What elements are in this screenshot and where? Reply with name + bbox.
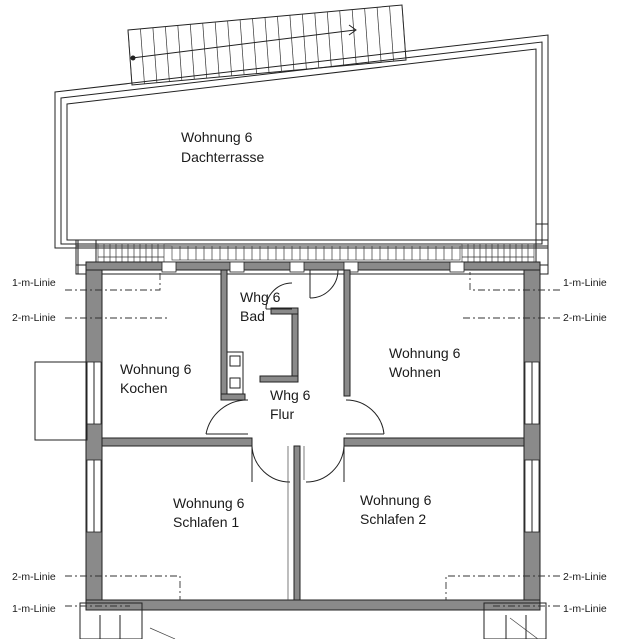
top-window-marks xyxy=(161,261,465,273)
staircase xyxy=(127,4,407,86)
room-label-flur: Whg 6 Flur xyxy=(270,387,311,422)
exterior-walls xyxy=(85,261,541,611)
stair-tread xyxy=(165,26,170,82)
stair-tread xyxy=(127,29,133,86)
stair-tread xyxy=(351,9,357,65)
stair-tread xyxy=(326,11,332,67)
label-2m-bottom-right: 2-m-Linie xyxy=(563,571,607,583)
svg-text:Whg 6: Whg 6 xyxy=(270,387,311,403)
room-label-bad: Whg 6 Bad xyxy=(240,289,281,324)
installation-shaft xyxy=(226,351,244,395)
stair-tread xyxy=(227,20,232,76)
stair-tread xyxy=(376,7,382,63)
window-east-schlafen xyxy=(524,459,540,533)
room-label-wohnen: Wohnung 6 Wohnen xyxy=(389,345,461,380)
interior-walls xyxy=(101,269,525,601)
window-west-kochen xyxy=(86,361,102,425)
svg-text:Wohnung 6: Wohnung 6 xyxy=(181,129,253,145)
svg-text:Flur: Flur xyxy=(270,406,294,422)
svg-text:Schlafen 1: Schlafen 1 xyxy=(173,514,239,530)
room-label-kochen: Wohnung 6 Kochen xyxy=(120,361,192,396)
stair-tread xyxy=(264,17,270,73)
label-1m-top-right: 1-m-Linie xyxy=(563,277,607,289)
svg-text:Whg 6: Whg 6 xyxy=(240,289,281,305)
west-balcony-box xyxy=(34,361,88,441)
stair-tread xyxy=(401,4,407,61)
svg-text:Wohnung 6: Wohnung 6 xyxy=(389,345,461,361)
stair-tread xyxy=(389,6,394,62)
svg-text:Wohnen: Wohnen xyxy=(389,364,441,380)
svg-text:Dachterrasse: Dachterrasse xyxy=(181,149,264,165)
stair-tread xyxy=(252,18,257,74)
room-label-schlafen-1: Wohnung 6 Schlafen 1 xyxy=(173,495,245,530)
stair-tread xyxy=(339,10,345,66)
svg-text:Bad: Bad xyxy=(240,308,265,324)
bottom-stair-marks xyxy=(79,602,547,639)
stair-tread xyxy=(314,12,320,68)
svg-text:Wohnung 6: Wohnung 6 xyxy=(173,495,245,511)
room-label-schlafen-2: Wohnung 6 Schlafen 2 xyxy=(360,492,432,527)
stair-tread xyxy=(214,22,220,78)
stair-tread xyxy=(277,16,282,72)
label-2m-top-right: 2-m-Linie xyxy=(563,312,607,324)
svg-text:Wohnung 6: Wohnung 6 xyxy=(360,492,432,508)
stair-tread xyxy=(364,8,369,64)
window-strip xyxy=(171,245,461,261)
limit-lines xyxy=(65,270,560,607)
room-label-dachterrasse: Wohnung 6 Dachterrasse xyxy=(181,129,264,165)
stair-tread xyxy=(202,23,208,79)
label-1m-bottom-left: 1-m-Linie xyxy=(12,603,56,615)
svg-text:Wohnung 6: Wohnung 6 xyxy=(120,361,192,377)
stair-tread xyxy=(289,15,295,71)
stair-tread xyxy=(302,14,307,70)
window-east-wohnen xyxy=(524,361,540,425)
roof-terrace-outline xyxy=(54,34,549,275)
stair-tread xyxy=(189,24,195,80)
door-swings xyxy=(205,269,385,600)
stair-tread xyxy=(177,25,183,81)
svg-text:Kochen: Kochen xyxy=(120,380,167,396)
svg-text:Schlafen 2: Schlafen 2 xyxy=(360,511,426,527)
label-2m-top-left: 2-m-Linie xyxy=(12,312,56,324)
window-west-schlafen xyxy=(86,459,102,533)
label-2m-bottom-left: 2-m-Linie xyxy=(12,571,56,583)
label-1m-bottom-right: 1-m-Linie xyxy=(563,603,607,615)
label-1m-top-left: 1-m-Linie xyxy=(12,277,56,289)
stair-tread xyxy=(239,19,245,75)
